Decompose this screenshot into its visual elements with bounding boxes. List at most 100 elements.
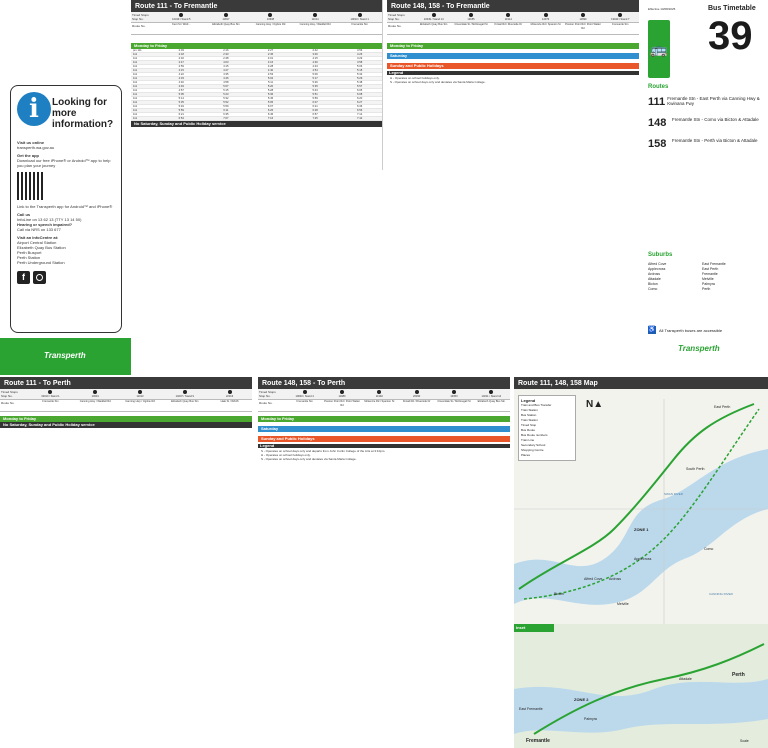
time-cell: 5:59: [223, 105, 229, 109]
route-cell: 111: [133, 105, 138, 109]
time-cell: 5:57: [357, 85, 363, 89]
route-cell: pm 111: [133, 49, 142, 53]
time-cell: 7:42: [357, 117, 363, 121]
label-attadale: Attadale: [679, 677, 692, 681]
time-cell: 2:32: [178, 57, 184, 61]
time-cell: 4:27: [223, 69, 229, 73]
website-link[interactable]: transperth.wa.gov.au: [17, 145, 55, 150]
time-cell: 5:51: [312, 93, 318, 97]
label-bicton: Bicton: [554, 592, 564, 596]
suburbs-heading: Suburbs: [648, 252, 673, 258]
qr-code[interactable]: [17, 172, 45, 200]
time-cell: 6:20: [357, 97, 363, 101]
time-cell: 4:40: [178, 81, 184, 85]
map-legend: Legend Train and Bus Transfer Train Stat…: [518, 395, 576, 461]
section-saturday: Saturday: [387, 53, 639, 60]
label-alfred-cove: Alfred Cove: [584, 577, 603, 581]
time-cell: 4:29: [357, 57, 363, 61]
instagram-icon[interactable]: [33, 271, 46, 284]
time-cell: 5:52: [223, 101, 229, 105]
label-como: Como: [704, 547, 714, 551]
time-cell: 5:23: [223, 93, 229, 97]
time-cell: 4:28: [267, 65, 274, 69]
section-sunday: Sunday and Public Holidays: [258, 436, 510, 443]
time-cell: 4:15: [223, 65, 229, 69]
time-cell: 4:01: [267, 57, 274, 61]
route-cell: 111: [133, 109, 138, 113]
timetable-label: Bus Timetable: [708, 5, 756, 12]
time-cell: 5:59: [312, 97, 318, 101]
facebook-icon[interactable]: f: [17, 271, 30, 284]
legend: Legend S - Operates on school days only …: [258, 442, 510, 462]
time-cell: 4:43: [312, 65, 318, 69]
timetable-148-158-to-fremantle: Route 148, 158 - To Fremantle Timed Stop…: [387, 0, 639, 335]
time-cell: 4:15: [312, 57, 318, 61]
route-cell: 111: [133, 113, 138, 117]
accessible-note: ♿ All Transperth buses are accessible: [648, 326, 723, 334]
time-cell: 4:57: [178, 89, 184, 93]
time-cell: 6:28: [312, 109, 318, 113]
time-cell: 6:05: [357, 89, 363, 93]
route-cell: 111: [133, 77, 138, 81]
stop-names: Route No. Fremantle Stn Canning Hwy / Wa…: [0, 400, 252, 413]
section-weekday: Monday to Friday: [387, 43, 639, 50]
time-cell: 5:35: [312, 85, 318, 89]
time-cell: 4:58: [357, 61, 363, 65]
legend: Legend H - Operates on school holidays o…: [387, 69, 639, 85]
time-cell: 2:48: [223, 57, 229, 61]
route-cell: 111: [133, 57, 138, 61]
time-cell: 4:16: [267, 61, 274, 65]
time-cell: 7:07: [223, 117, 229, 121]
label-zone-1: ZONE 1: [634, 527, 649, 532]
routes-heading: Routes: [648, 84, 669, 90]
time-cell: 6:26: [267, 109, 274, 113]
time-cell: 6:21: [312, 105, 318, 109]
time-cell: 6:57: [312, 113, 318, 117]
label-east-perth: East Perth: [714, 405, 731, 409]
time-cell: 2:42: [312, 49, 318, 53]
time-cell: 7:16: [267, 117, 274, 121]
time-cell: 6:45: [267, 113, 274, 117]
time-cell: 4:58: [223, 81, 229, 85]
time-cell: 5:02: [267, 77, 274, 81]
time-cell: 4:56: [357, 49, 363, 53]
scale-bar: Scale: [740, 739, 749, 743]
time-cell: 5:48: [357, 81, 363, 85]
time-cell: 6:27: [357, 101, 363, 105]
time-cell: 4:15: [178, 69, 184, 73]
time-cell: 2:03: [178, 49, 184, 53]
time-cell: 5:35: [178, 101, 184, 105]
time-cell: 5:36: [267, 93, 274, 97]
stop-names: Route No. Fremantle Stn Preston Point Rd…: [258, 400, 510, 413]
time-cell: 6:56: [357, 109, 363, 113]
time-cell: 5:06: [357, 65, 363, 69]
stop-names: Route No. Elizabeth Quay Bus Stn Cloverd…: [387, 23, 639, 36]
brand-bar: Transperth: [0, 338, 131, 375]
time-cell: 3:00: [312, 53, 318, 57]
time-cell: 4:46: [223, 77, 229, 81]
route-cell: 111: [133, 61, 138, 65]
time-cell: 6:35: [223, 113, 229, 117]
time-cell: 7:25: [312, 117, 318, 121]
transperth-logo: Transperth: [44, 351, 86, 360]
label-melville: Melville: [617, 602, 629, 606]
route-cell: 111: [133, 73, 138, 77]
time-cell: 4:03: [223, 61, 229, 65]
time-cell: 5:14: [178, 97, 184, 101]
info-icon: i: [17, 92, 51, 126]
cover-panel: Effective 10/08/2025 Bus Timetable 🚌 39 …: [642, 0, 768, 375]
